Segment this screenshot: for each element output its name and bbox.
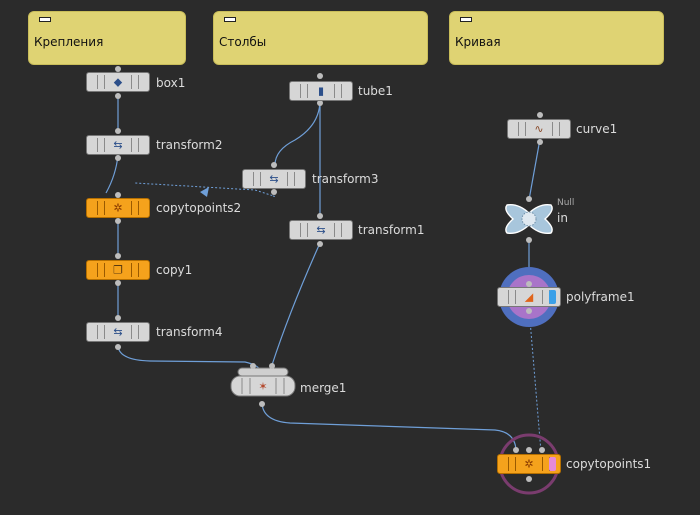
wire-tube1-transform3[interactable] [274,99,321,166]
node-label-transform1: transform1 [358,223,425,237]
note-stolby[interactable]: Столбы [213,11,428,65]
node-label-transform2: transform2 [156,138,223,152]
node-type-null: Null [557,198,575,208]
node-transform4[interactable]: ⇆ [86,322,150,342]
node-label-box1: box1 [156,76,186,90]
transform-icon: ⇆ [113,325,123,339]
minimize-icon[interactable] [460,17,472,22]
node-label-transform4: transform4 [156,325,223,339]
node-polyframe1[interactable]: ◢ [497,287,561,307]
copy-to-points-icon: ✲ [524,457,534,471]
node-copytopoints1[interactable]: ✲ [497,454,561,474]
node-copytopoints2[interactable]: ✲ [86,198,150,218]
wire-transform1-merge1[interactable] [271,242,321,366]
polyframe-icon: ◢ [524,290,534,304]
node-copy1[interactable]: ❐ [86,260,150,280]
null-icon [521,211,537,227]
node-label-merge1: merge1 [300,381,347,395]
cylinder-icon: ▮ [317,84,325,98]
node-transform1[interactable]: ⇆ [289,220,353,240]
minimize-icon[interactable] [224,17,236,22]
wire-polyframe1-copytopoints1[interactable] [529,319,542,453]
curve-icon: ∿ [534,122,544,136]
transform-icon: ⇆ [316,223,326,237]
note-title: Крепления [34,35,104,49]
node-label-polyframe1: polyframe1 [566,290,635,304]
node-tube1[interactable]: ▮ [289,81,353,101]
node-curve1[interactable]: ∿ [507,119,571,139]
transform-icon: ⇆ [269,172,279,186]
node-box1[interactable]: ◆ [86,72,150,92]
transform-icon: ⇆ [113,138,123,152]
node-label-transform3: transform3 [312,172,379,186]
node-label-tube1: tube1 [358,84,393,98]
template-flag[interactable] [549,457,556,471]
in-null-node[interactable] [505,203,553,235]
copy-to-points-icon: ✲ [113,201,123,215]
node-transform3[interactable]: ⇆ [242,169,306,189]
wire-transform2-copytopoints2[interactable] [105,154,119,194]
cube-icon: ◆ [113,75,123,89]
display-flag[interactable] [549,290,556,304]
wire-merge1-copytopoints1[interactable] [261,401,517,451]
note-krivaya[interactable]: Кривая [449,11,664,65]
note-krepleniya[interactable]: Крепления [28,11,186,65]
note-title: Столбы [219,35,267,49]
merge1-node[interactable]: ✶ [230,367,296,397]
node-label-copy1: copy1 [156,263,193,277]
merge-icon: ✶ [258,380,267,393]
node-label-in: in [557,211,568,225]
note-title: Кривая [455,35,501,49]
node-label-copytopoints2: copytopoints2 [156,201,242,215]
copy-icon: ❐ [113,263,123,277]
node-label-copytopoints1: copytopoints1 [566,457,652,471]
arrow-head-icon [200,187,209,197]
wire-curve1-in[interactable] [528,138,541,201]
minimize-icon[interactable] [39,17,51,22]
ports [115,66,545,482]
wire-transform4-merge1[interactable] [117,344,261,371]
node-transform2[interactable]: ⇆ [86,135,150,155]
node-label-curve1: curve1 [576,122,618,136]
